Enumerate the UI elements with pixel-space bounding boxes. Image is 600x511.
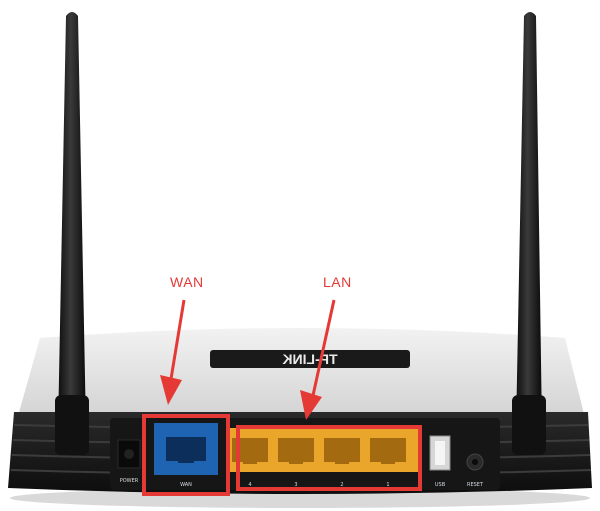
lan-port-2-label: 2 <box>340 482 343 488</box>
router-top-surface <box>14 328 588 430</box>
power-label: POWER <box>120 478 139 484</box>
usb-label: USB <box>435 482 446 488</box>
power-jack: POWER <box>117 439 141 484</box>
reset-button: RESET <box>466 453 484 488</box>
wan-port: WAN <box>154 423 218 488</box>
brand-logo-text: TP-LINK <box>282 351 337 367</box>
antenna-icon-right <box>512 12 546 455</box>
usb-port: USB <box>429 435 451 488</box>
brand-logo: TP-LINK <box>210 350 410 368</box>
red-down-arrow-icon <box>300 299 336 420</box>
reset-label: RESET <box>467 482 484 488</box>
lan-port-1-label: 1 <box>386 482 389 488</box>
lan-port-1: 1 <box>370 438 406 488</box>
wan-highlight-box <box>142 414 230 496</box>
lan-port-4-label: 4 <box>248 482 251 488</box>
lan-port-2: 2 <box>324 438 360 488</box>
lan-port-3-label: 3 <box>294 482 297 488</box>
lan-highlight-box <box>236 425 422 491</box>
antenna-icon-left <box>55 12 89 455</box>
wan-port-label: WAN <box>180 482 192 488</box>
wan-callout-label: WAN <box>170 274 204 290</box>
lan-port-3: 3 <box>278 438 314 488</box>
red-down-arrow-icon <box>160 299 186 405</box>
lan-callout-label: LAN <box>323 274 352 290</box>
